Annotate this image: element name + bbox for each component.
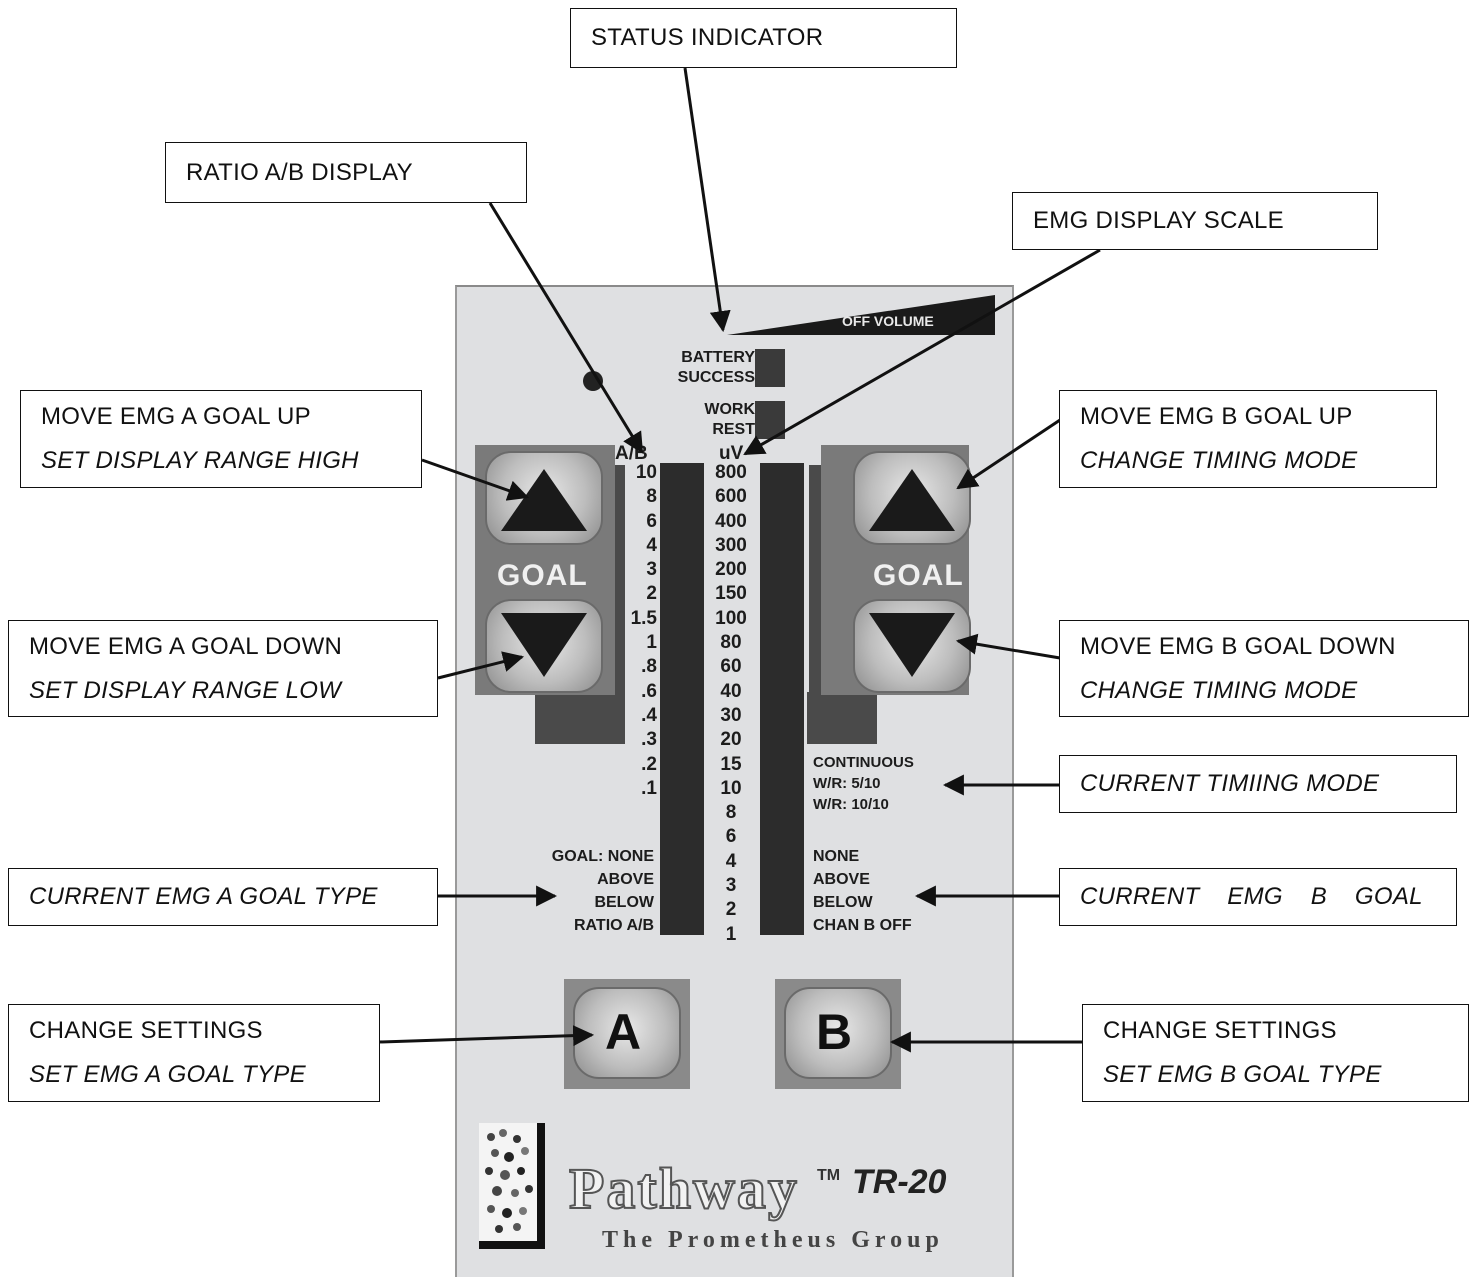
callout-a-goal-type: CURRENT EMG A GOAL TYPE xyxy=(8,868,438,926)
callout-text: CURRENT TIMIING MODE xyxy=(1080,762,1436,806)
callout-b-goal: CURRENT EMG B GOAL xyxy=(1059,868,1457,926)
callout-line2: SET EMG B GOAL TYPE xyxy=(1103,1053,1448,1097)
callout-text: STATUS INDICATOR xyxy=(591,16,936,60)
callout-a-goal-down: MOVE EMG A GOAL DOWN SET DISPLAY RANGE L… xyxy=(8,620,438,717)
callout-line2: SET DISPLAY RANGE HIGH xyxy=(41,439,401,483)
callout-line2: SET DISPLAY RANGE LOW xyxy=(29,669,417,713)
callout-text: EMG DISPLAY SCALE xyxy=(1033,199,1357,243)
callout-line2: SET EMG A GOAL TYPE xyxy=(29,1053,359,1097)
a-settings-arrow xyxy=(380,1035,592,1042)
callout-line2: CHANGE TIMING MODE xyxy=(1080,669,1448,713)
callout-text: CURRENT EMG A GOAL TYPE xyxy=(29,875,417,919)
ratio-arrow xyxy=(490,203,642,452)
callout-ratio-display: RATIO A/B DISPLAY xyxy=(165,142,527,203)
callout-status-indicator: STATUS INDICATOR xyxy=(570,8,957,68)
callout-line1: MOVE EMG B GOAL UP xyxy=(1080,395,1416,439)
callout-line1: CHANGE SETTINGS xyxy=(1103,1009,1448,1053)
callout-a-goal-up: MOVE EMG A GOAL UP SET DISPLAY RANGE HIG… xyxy=(20,390,422,488)
callout-b-goal-up: MOVE EMG B GOAL UP CHANGE TIMING MODE xyxy=(1059,390,1437,488)
callout-b-goal-down: MOVE EMG B GOAL DOWN CHANGE TIMING MODE xyxy=(1059,620,1469,717)
callout-line1: MOVE EMG A GOAL UP xyxy=(41,395,401,439)
a-up-arrow xyxy=(422,460,527,497)
callout-text: RATIO A/B DISPLAY xyxy=(186,151,506,195)
callout-b-settings: CHANGE SETTINGS SET EMG B GOAL TYPE xyxy=(1082,1004,1469,1102)
scale-arrow xyxy=(745,250,1100,454)
b-down-arrow xyxy=(958,641,1060,658)
callout-timing-mode: CURRENT TIMIING MODE xyxy=(1059,755,1457,813)
callout-line2: CHANGE TIMING MODE xyxy=(1080,439,1416,483)
callout-emg-scale: EMG DISPLAY SCALE xyxy=(1012,192,1378,250)
callout-line1: MOVE EMG B GOAL DOWN xyxy=(1080,625,1448,669)
callout-line1: MOVE EMG A GOAL DOWN xyxy=(29,625,417,669)
callout-text: CURRENT EMG B GOAL xyxy=(1080,875,1436,919)
a-down-arrow xyxy=(438,657,522,678)
status-arrow xyxy=(685,68,723,330)
callout-a-settings: CHANGE SETTINGS SET EMG A GOAL TYPE xyxy=(8,1004,380,1102)
callout-line1: CHANGE SETTINGS xyxy=(29,1009,359,1053)
b-up-arrow xyxy=(958,420,1060,488)
